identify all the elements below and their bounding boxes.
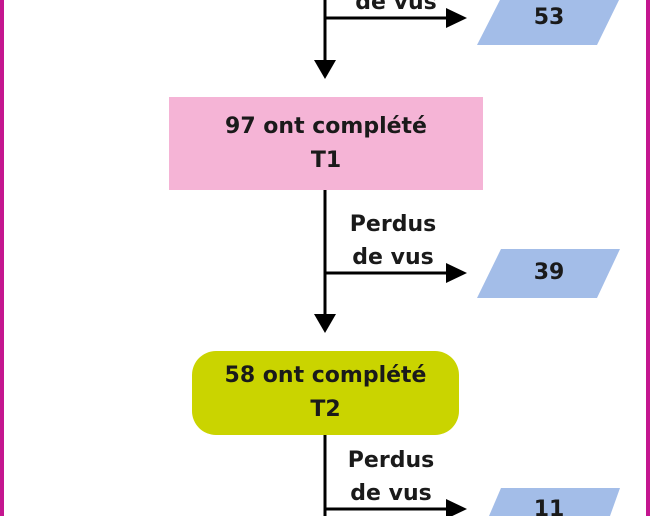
completed-t2-line1: 58 ont complété [224, 363, 427, 388]
completed-t2-box: 58 ont complété T2 [192, 351, 459, 435]
completed-t2-line2: T2 [310, 397, 341, 422]
arrow-to-lost-top [446, 8, 467, 28]
arrow-to-t2 [314, 314, 336, 333]
completed-t1-box: 97 ont complété T1 [169, 97, 483, 190]
arrow-to-t1 [314, 60, 336, 79]
completed-t1-line2: T1 [310, 147, 342, 173]
arrow-to-lost-bottom [446, 499, 467, 516]
lost-count-bottom: 11 [533, 497, 565, 522]
lost-label-bottom: Perdus de vus [331, 444, 451, 510]
lost-count-mid: 39 [533, 260, 565, 285]
completed-t1-line1: 97 ont complété [225, 113, 427, 139]
lost-label-mid-line1: Perdus [349, 212, 437, 237]
lost-count-top: 53 [533, 5, 565, 30]
lost-label-bottom-line2: de vus [350, 481, 432, 506]
lost-label-mid-line2: de vus [352, 245, 434, 270]
frame-right-border [646, 0, 650, 516]
lost-label-bottom-line1: Perdus [347, 448, 435, 473]
lost-label-top-line2: de vus [355, 0, 437, 15]
lost-label-mid: Perdus de vus [333, 208, 453, 274]
frame-left-border [0, 0, 4, 516]
arrow-to-lost-mid [446, 263, 467, 283]
lost-label-top: de vus [336, 0, 456, 19]
